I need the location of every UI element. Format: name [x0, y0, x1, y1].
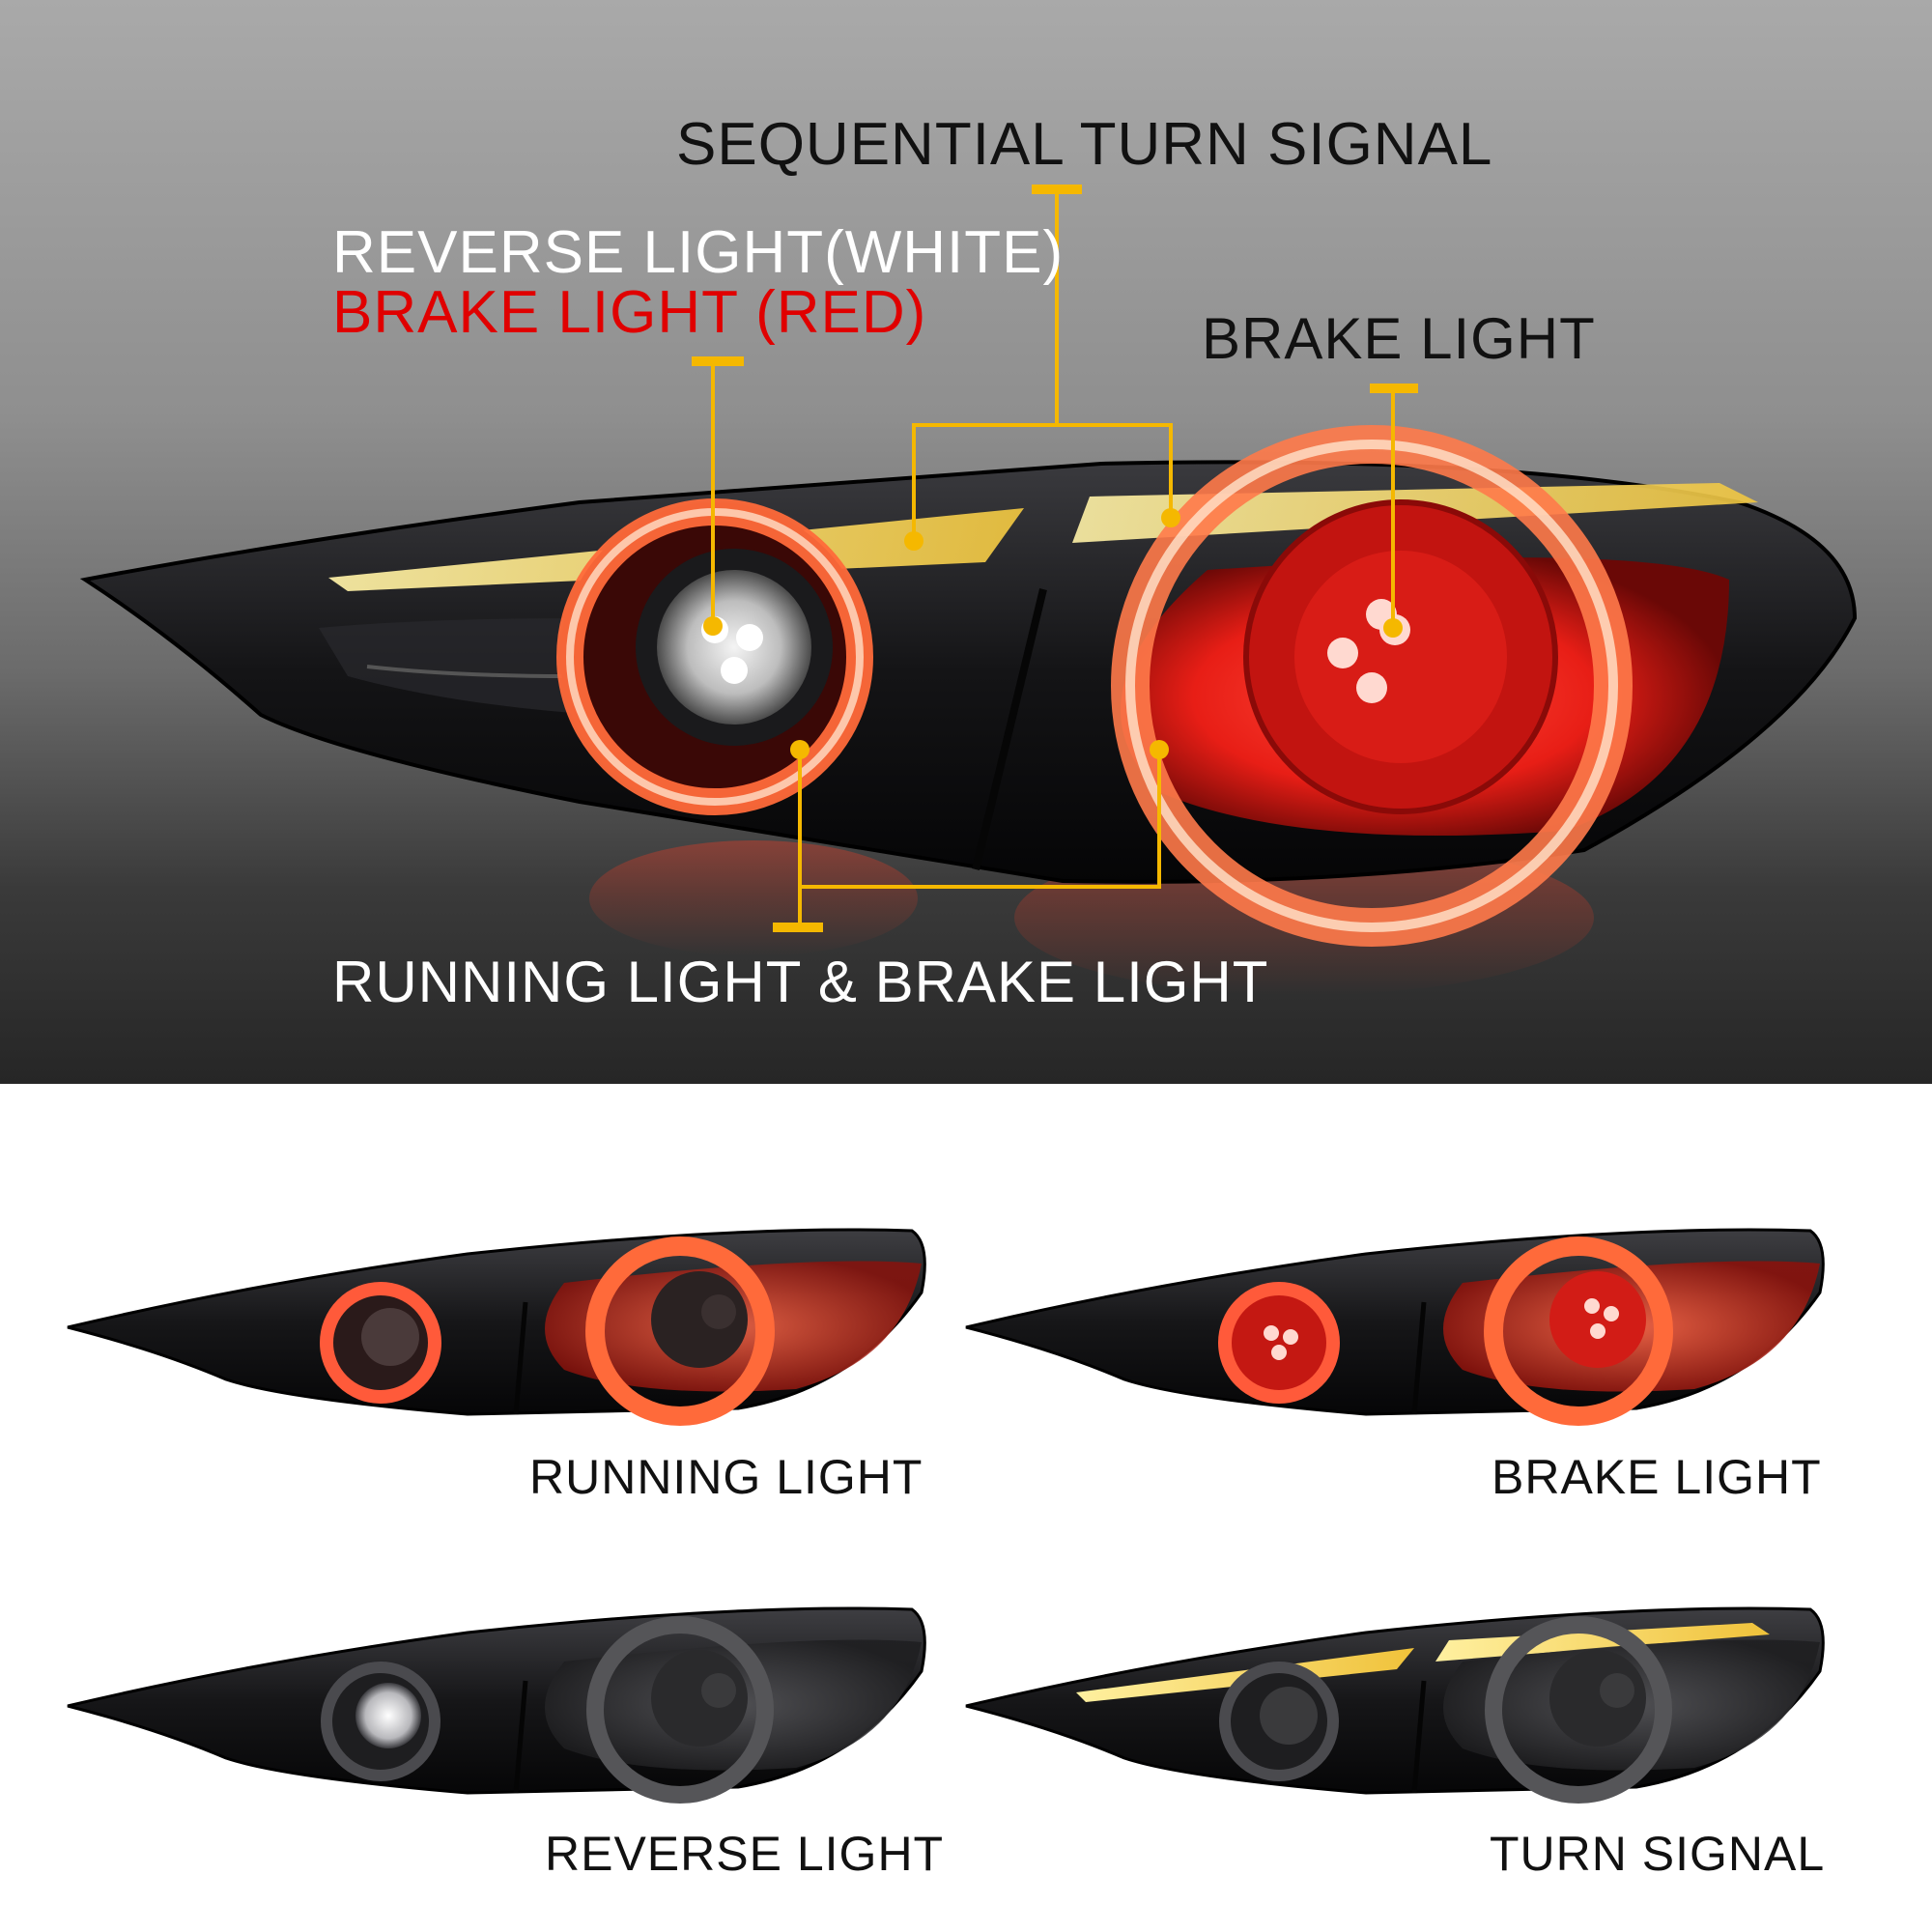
brake-light-illustration [965, 1228, 1825, 1426]
running-light-illustration [67, 1228, 926, 1426]
panel-turn-signal: TURN SIGNAL [960, 1565, 1868, 1884]
turn-signal-illustration [965, 1606, 1825, 1804]
label-reverse-light-white: REVERSE LIGHT(WHITE) [332, 219, 1065, 286]
panel-brake-light: BRAKE LIGHT [960, 1186, 1868, 1505]
label-sequential-turn-signal: SEQUENTIAL TURN SIGNAL [676, 111, 1493, 178]
label-running-and-brake-light: RUNNING LIGHT & BRAKE LIGHT [332, 950, 1269, 1014]
caption-reverse-light: REVERSE LIGHT [545, 1827, 945, 1881]
panel-running-light: RUNNING LIGHT [62, 1186, 970, 1505]
reverse-light-illustration [67, 1606, 926, 1804]
caption-turn-signal: TURN SIGNAL [1490, 1827, 1826, 1881]
caption-running-light: RUNNING LIGHT [529, 1450, 923, 1504]
hero-section: SEQUENTIAL TURN SIGNAL REVERSE LIGHT(WHI… [0, 0, 1932, 1084]
hero-taillight-illustration [79, 185, 1858, 995]
caption-brake-light: BRAKE LIGHT [1492, 1450, 1822, 1504]
label-brake-light-red: BRAKE LIGHT (RED) [332, 279, 927, 346]
label-brake-light: BRAKE LIGHT [1202, 306, 1596, 371]
panel-reverse-light: REVERSE LIGHT [62, 1565, 970, 1884]
